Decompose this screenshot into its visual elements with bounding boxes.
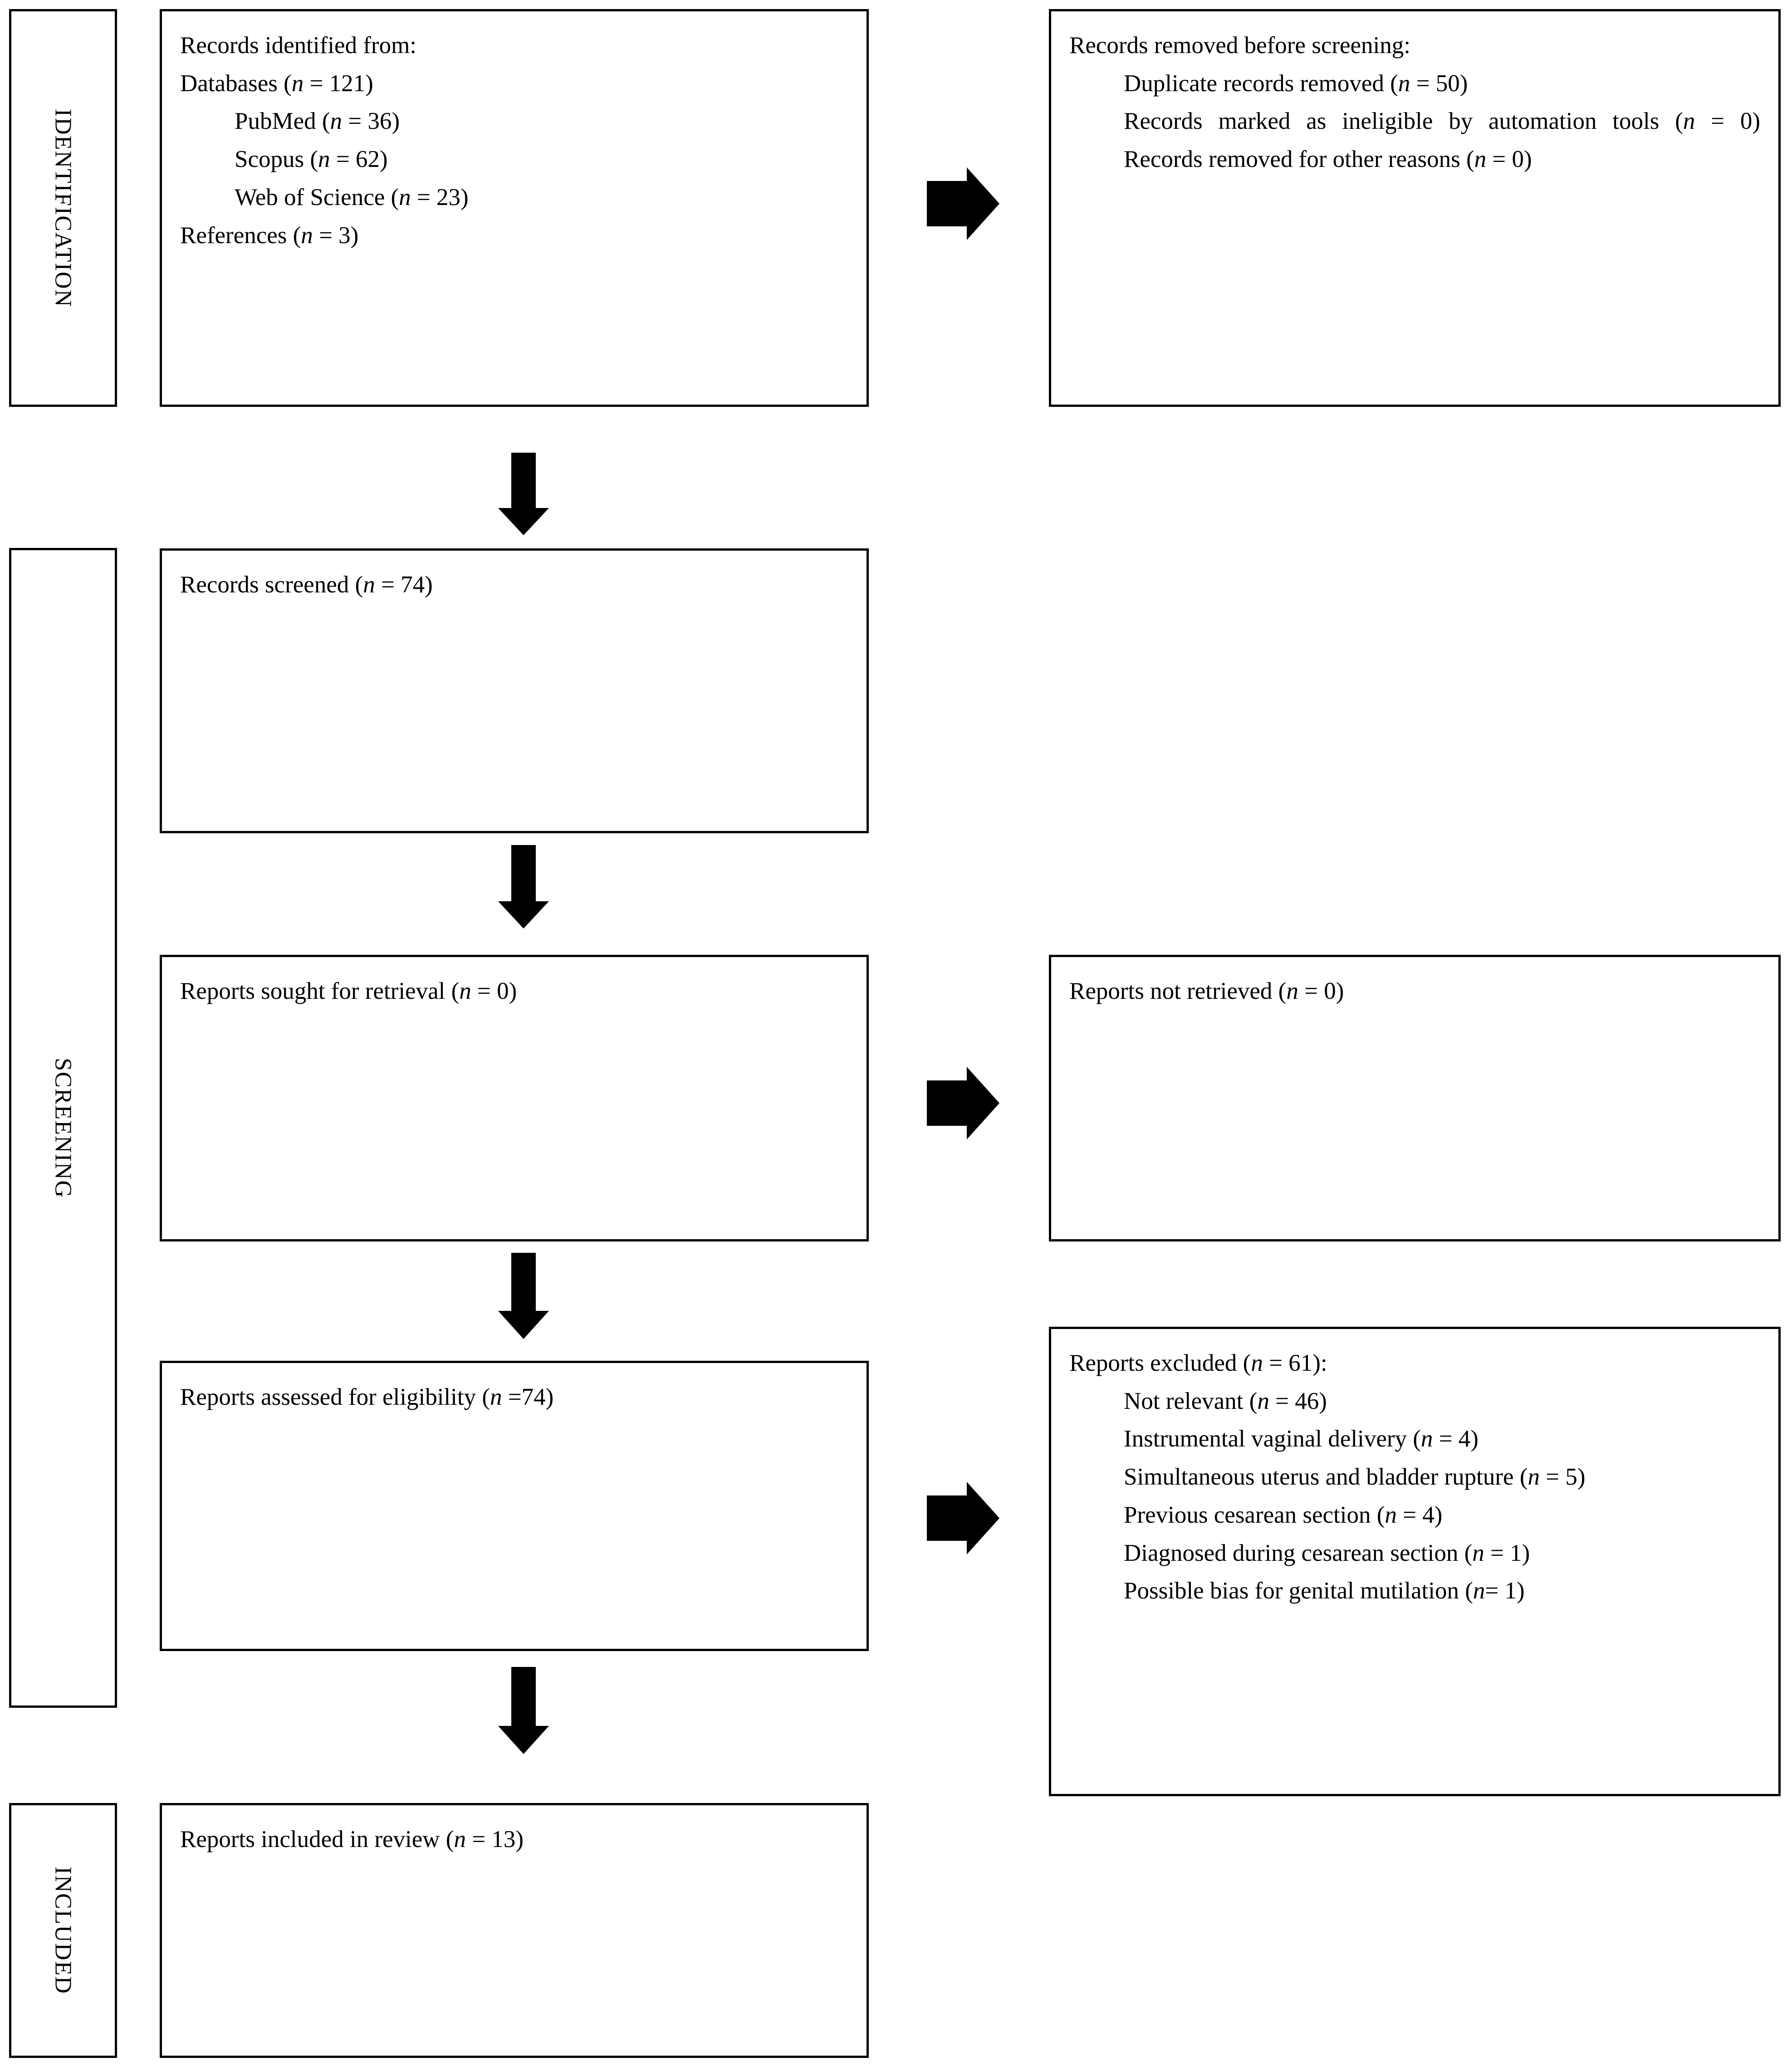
reports-excluded-line-1: Reports excluded (n = 61): <box>1069 1350 1327 1376</box>
arrow-assessed-to-excluded <box>927 1481 999 1556</box>
reports-included-text: Reports included in review (n = 13) <box>180 1826 524 1852</box>
reports-excluded-line-7: Possible bias for genital mutilation (n=… <box>1124 1578 1525 1604</box>
arrow-identified-to-screened <box>498 453 549 535</box>
records-identified-line-4: Scopus (n = 62) <box>235 146 388 173</box>
box-records-removed: Records removed before screening: Duplic… <box>1049 9 1781 407</box>
stage-label-screening-text: SCREENING <box>50 1057 76 1198</box>
reports-excluded-line-3: Instrumental vaginal delivery (n = 4) <box>1124 1426 1479 1452</box>
stage-label-identification-text: IDENTIFICATION <box>50 108 76 308</box>
records-identified-line-3: PubMed (n = 36) <box>235 108 400 135</box>
box-reports-included: Reports included in review (n = 13) <box>160 1803 869 2058</box>
reports-not-retrieved-text: Reports not retrieved (n = 0) <box>1069 978 1344 1004</box>
stage-label-screening: SCREENING <box>9 548 117 1708</box>
stage-label-included-text: INCLUDED <box>50 1867 76 1994</box>
reports-excluded-line-5: Previous cesarean section (n = 4) <box>1124 1501 1443 1528</box>
reports-sought-text: Reports sought for retrieval (n = 0) <box>180 978 517 1004</box>
records-identified-line-6: References (n = 3) <box>180 222 359 249</box>
records-removed-line-2: Duplicate records removed (n = 50) <box>1124 70 1468 97</box>
records-removed-line-4: Records removed for other reasons (n = 0… <box>1124 146 1532 173</box>
box-reports-not-retrieved: Reports not retrieved (n = 0) <box>1049 955 1781 1241</box>
box-reports-sought: Reports sought for retrieval (n = 0) <box>160 955 869 1241</box>
records-identified-line-5: Web of Science (n = 23) <box>235 184 469 210</box>
box-records-screened: Records screened (n = 74) <box>160 548 869 833</box>
arrow-screened-to-sought <box>498 845 549 928</box>
reports-excluded-line-6: Diagnosed during cesarean section (n = 1… <box>1124 1539 1530 1566</box>
stage-label-identification: IDENTIFICATION <box>9 9 117 407</box>
reports-assessed-text: Reports assessed for eligibility (n =74) <box>180 1384 554 1410</box>
records-removed-line-1: Records removed before screening: <box>1069 32 1410 59</box>
records-identified-line-1: Records identified from: <box>180 32 417 59</box>
arrow-identified-to-removed <box>927 1 999 407</box>
records-removed-line-3: Records marked as ineligible by automati… <box>1124 108 1761 135</box>
box-reports-assessed: Reports assessed for eligibility (n =74) <box>160 1361 869 1651</box>
stage-label-included: INCLUDED <box>9 1803 117 2058</box>
arrow-sought-to-not-retrieved <box>927 1066 999 1141</box>
records-identified-line-2: Databases (n = 121) <box>180 70 373 97</box>
box-reports-excluded: Reports excluded (n = 61): Not relevant … <box>1049 1327 1781 1796</box>
records-screened-text: Records screened (n = 74) <box>180 572 433 598</box>
reports-excluded-line-2: Not relevant (n = 46) <box>1124 1388 1327 1414</box>
box-records-identified: Records identified from: Databases (n = … <box>160 9 869 407</box>
arrow-assessed-to-included <box>498 1667 549 1754</box>
arrow-sought-to-assessed <box>498 1253 549 1339</box>
reports-excluded-line-4: Simultaneous uterus and bladder rupture … <box>1124 1464 1586 1490</box>
